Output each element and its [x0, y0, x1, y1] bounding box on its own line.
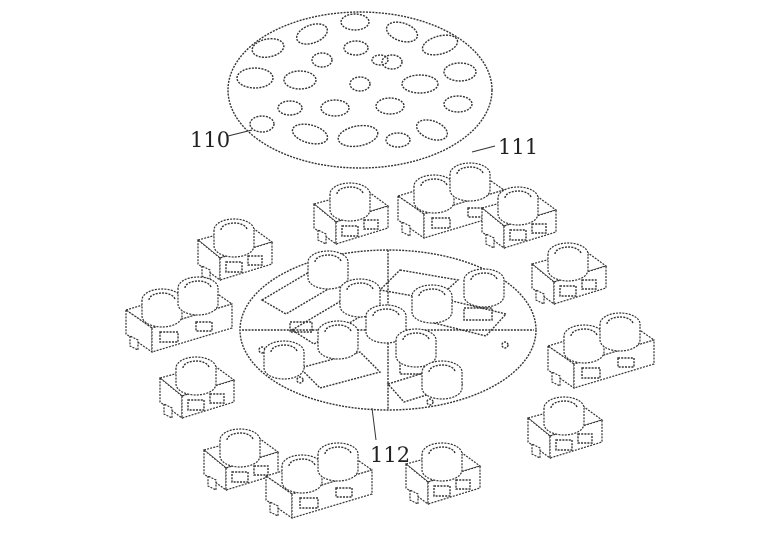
label-110: 110 — [190, 128, 230, 152]
label-111: 111 — [498, 135, 538, 159]
leader-111 — [471, 145, 496, 153]
leader-110 — [227, 129, 253, 137]
label-112: 112 — [370, 443, 410, 467]
leader-112 — [371, 407, 377, 441]
upper-plate — [227, 11, 493, 169]
